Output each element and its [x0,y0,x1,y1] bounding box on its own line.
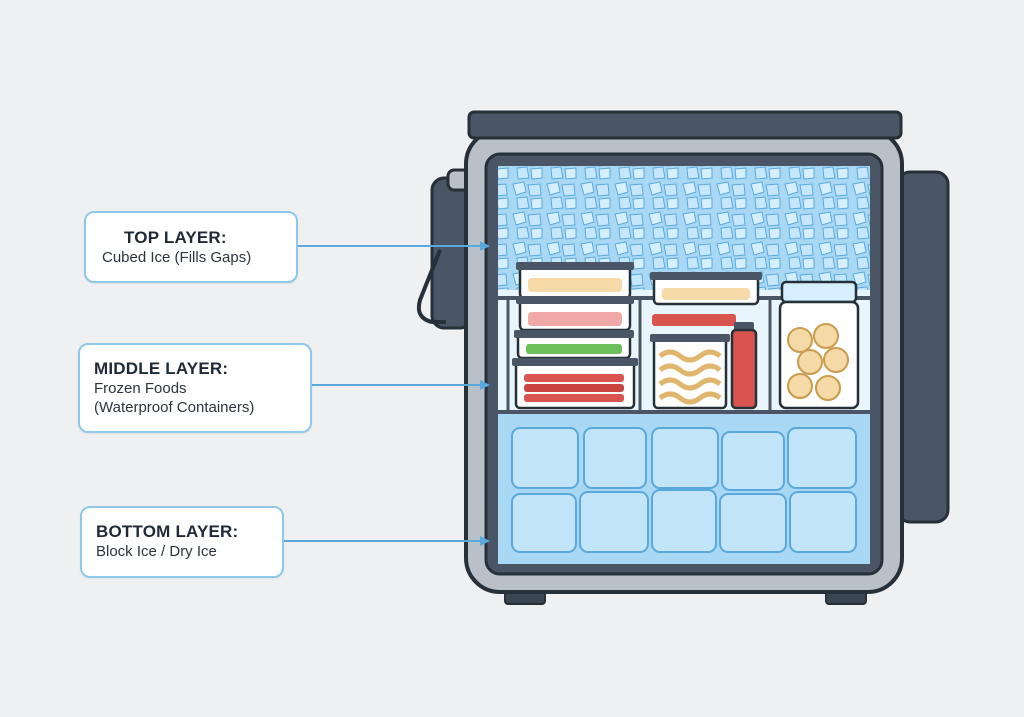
leader-line-middle [312,380,490,390]
callout-top-layer: TOP LAYER: Cubed Ice (Fills Gaps) [84,211,298,283]
right-handle [896,170,950,524]
callout-bottom-desc: Block Ice / Dry Ice [96,543,217,560]
callout-middle-desc-line1: Frozen Foods [94,380,187,397]
food-container-icon [778,280,860,410]
callout-middle-layer: MIDDLE LAYER: Frozen Foods (Waterproof C… [78,343,312,433]
callout-top-title: TOP LAYER: [124,228,227,247]
callout-top-desc: Cubed Ice (Fills Gaps) [102,249,252,266]
drink-bottle-icon [730,322,758,410]
callout-bottom-layer: BOTTOM LAYER: Block Ice / Dry Ice [80,506,284,578]
callout-middle-title: MIDDLE LAYER: [94,359,229,378]
block-ice-icon [511,427,857,553]
bottom-layer-block-ice [498,416,870,564]
cooler-lid [467,110,903,140]
callout-middle-desc-line2: (Waterproof Containers) [94,399,255,416]
callout-bottom-title: BOTTOM LAYER: [96,522,239,541]
food-container-icon [512,262,638,410]
food-container-icon [650,272,762,410]
leader-line-bottom [284,536,490,546]
leader-line-top [298,241,490,251]
